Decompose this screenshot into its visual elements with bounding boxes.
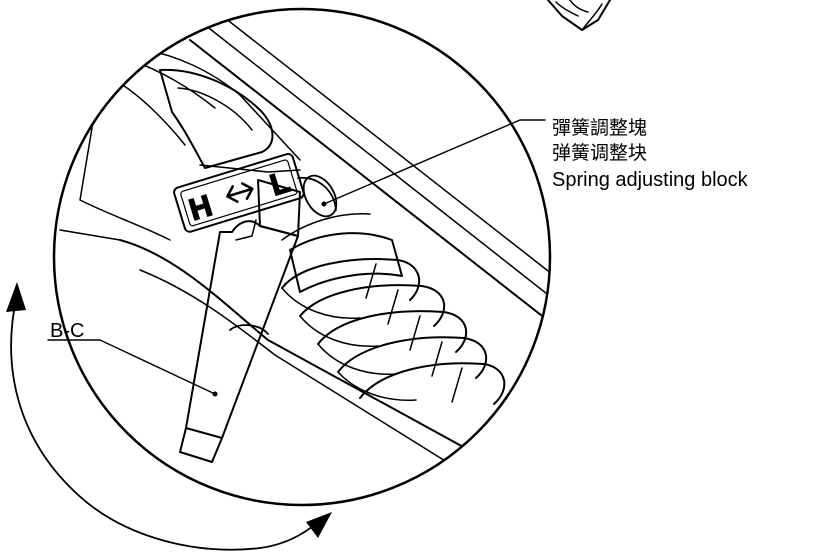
tool-bc [179,179,301,463]
spring-coils [281,258,506,405]
magnified-detail: H L [52,7,552,507]
label-spring-block-traditional: 彈簧調整塊 [552,117,647,139]
detail-circle [52,7,552,507]
arrow-head-right-icon [306,512,332,538]
leader-tool [47,339,218,397]
label-tool: B-C [50,320,84,342]
spring-adjusting-block [281,174,403,293]
arrow-head-up-icon [6,282,26,312]
corner-view-fragment [547,0,611,31]
rotation-arrow [6,282,332,551]
switch-letter-h: H [186,189,216,227]
label-spring-block-english: Spring adjusting block [552,169,749,191]
leader-spring-block [321,119,546,207]
hl-switch: H L [173,152,305,233]
housing-body [59,17,550,505]
label-spring-block-simplified: 弹簧调整块 [552,142,647,164]
arrow-both-icon [226,182,254,203]
